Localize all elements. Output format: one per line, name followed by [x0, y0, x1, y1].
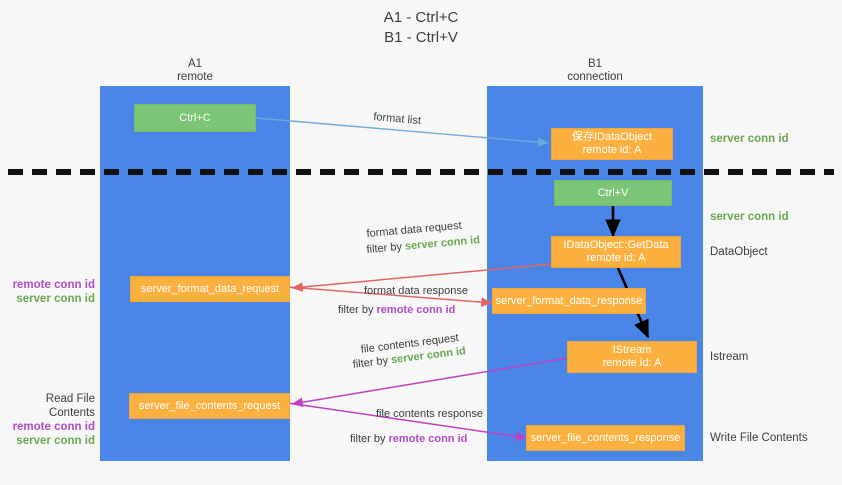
node-istream-text: IStream remote id: A [599, 344, 666, 370]
note-server-conn-id-1: server conn id [710, 133, 789, 145]
note-server-conn-id-2: server conn id [710, 211, 789, 223]
node-save-idataobject-label: 保存IDataObject [571, 131, 653, 143]
edge-label-file-contents-response-filter-prefix: filter by [350, 433, 389, 445]
edge-label-format-data-response: format data response [364, 285, 468, 297]
edge-label-format-data-response-filter-prefix: filter by [338, 304, 377, 316]
node-server-file-contents-request[interactable]: server_file_contents_request [129, 393, 290, 419]
node-istream[interactable]: IStream remote id: A [567, 341, 697, 373]
note-read-file-contents: Read File Contents [45, 393, 95, 419]
node-save-idataobject[interactable]: 保存IDataObject remote id: A [551, 128, 673, 160]
edge-label-format-data-response-filter-value: remote conn id [376, 304, 456, 316]
title-line-2: B1 - Ctrl+V [384, 29, 458, 46]
note-left-remote-conn-id-1: remote conn id [12, 279, 95, 291]
lane-header-a1-sub: remote [177, 71, 213, 83]
note-istream: Istream [710, 351, 749, 363]
edge-label-file-contents-response-filter: filter by remote conn id [350, 432, 467, 447]
node-ctrl-c-label: Ctrl+C [179, 111, 211, 124]
node-server-file-contents-response[interactable]: server_file_contents_response [526, 425, 685, 451]
node-ctrl-v-label: Ctrl+V [597, 186, 629, 199]
lane-header-b1-name: B1 [587, 58, 603, 70]
lane-header-a1-name: A1 [187, 58, 203, 70]
note-left-read-file-contents-block: Read File Contents remote conn id server… [0, 392, 95, 448]
edge-label-file-contents-request-filter-prefix: filter by [352, 354, 392, 371]
node-istream-label: IStream [612, 344, 652, 356]
node-idataobject-getdata-sub: remote id: A [586, 252, 646, 264]
note-left-server-conn-id-1: server conn id [16, 293, 95, 305]
node-server-file-contents-request-label: server_file_contents_request [138, 399, 281, 412]
note-left-conn-ids-1: remote conn id server conn id [0, 278, 95, 306]
node-save-idataobject-sub: remote id: A [582, 144, 642, 156]
edge-label-format-list: format list [372, 110, 422, 128]
edge-label-format-data-response-filter: filter by remote conn id [338, 303, 455, 318]
node-server-format-data-request[interactable]: server_format_data_request [130, 276, 290, 302]
node-server-file-contents-response-label: server_file_contents_response [530, 431, 681, 444]
note-left-remote-conn-id-2: remote conn id [12, 421, 95, 433]
node-idataobject-getdata-text: IDataObject::GetData remote id: A [559, 239, 672, 265]
node-ctrl-c[interactable]: Ctrl+C [134, 104, 256, 132]
edge-label-format-data-request-filter-prefix: filter by [366, 240, 406, 256]
edge-label-file-contents-response-filter-value: remote conn id [388, 433, 468, 445]
node-server-format-data-response[interactable]: server_format_data_response [492, 288, 646, 314]
edge-label-file-contents-response: file contents response [376, 408, 484, 420]
node-istream-sub: remote id: A [602, 357, 662, 369]
node-ctrl-v[interactable]: Ctrl+V [554, 180, 672, 206]
note-dataobject: DataObject [710, 246, 768, 258]
note-left-server-conn-id-2: server conn id [16, 435, 95, 447]
node-server-format-data-request-label: server_format_data_request [140, 282, 280, 295]
node-idataobject-getdata[interactable]: IDataObject::GetData remote id: A [551, 236, 681, 268]
lane-header-b1-sub: connection [567, 71, 623, 83]
node-server-format-data-response-label: server_format_data_response [495, 294, 643, 307]
note-write-file-contents: Write File Contents [710, 432, 808, 444]
lane-header-b1: B1 connection [487, 58, 703, 84]
node-save-idataobject-text: 保存IDataObject remote id: A [568, 131, 656, 157]
node-idataobject-getdata-label: IDataObject::GetData [563, 239, 669, 251]
diagram-title: A1 - Ctrl+C B1 - Ctrl+V [0, 8, 842, 48]
lane-header-a1: A1 remote [100, 58, 290, 84]
title-line-1: A1 - Ctrl+C [383, 9, 459, 26]
